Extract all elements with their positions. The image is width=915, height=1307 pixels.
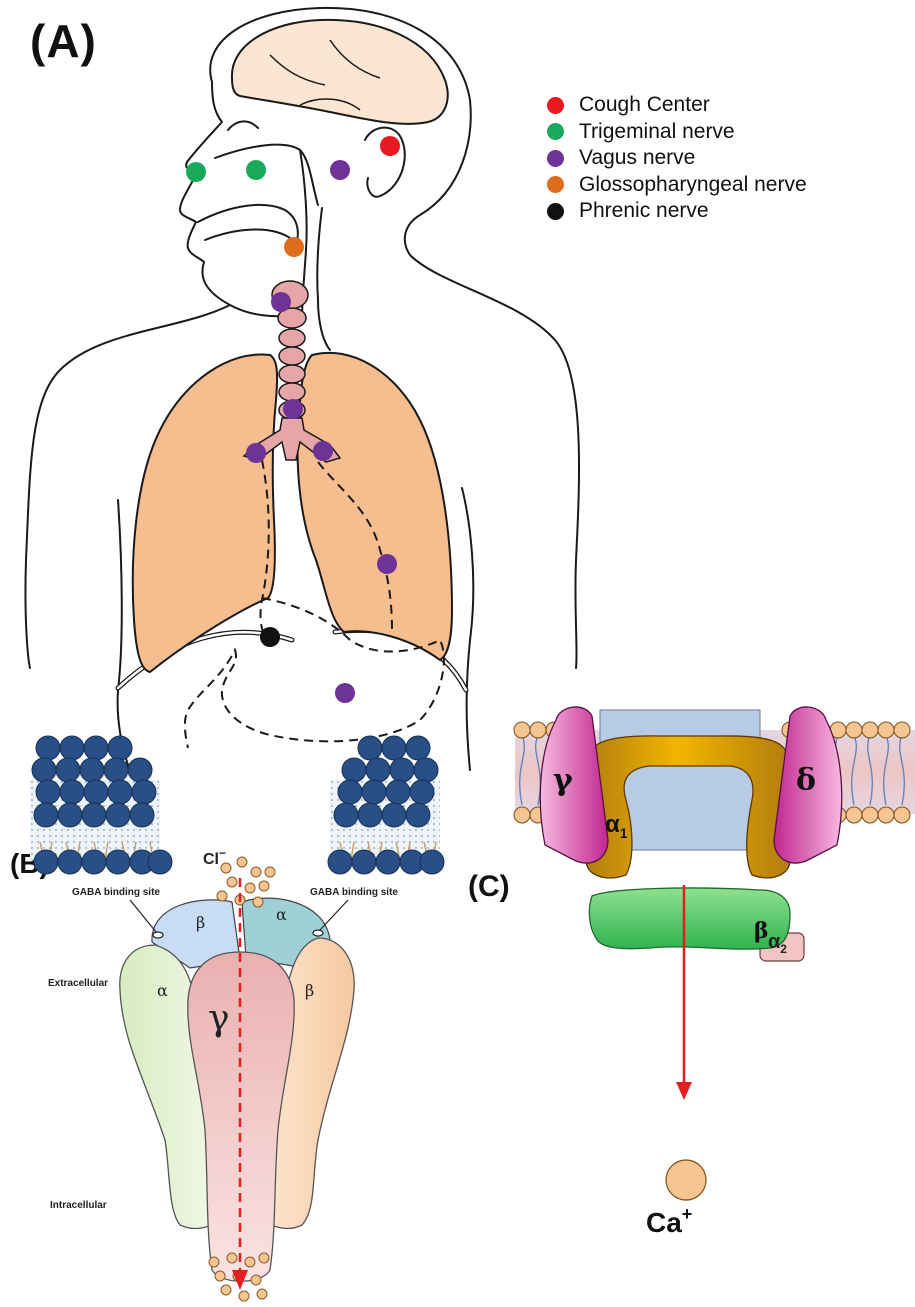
intracellular-label: Intracellular [50, 1200, 107, 1211]
gaba-site-left [153, 932, 163, 938]
gaba-site-label-right: GABA binding site [310, 887, 398, 898]
subunit-label-gamma: γ [208, 998, 230, 1039]
extracellular-label: Extracellular [48, 978, 108, 989]
subunit-label-beta-back: β [196, 913, 205, 932]
subunit-label-alpha-left: α [157, 981, 168, 1000]
gaba-pointer-left [130, 900, 156, 932]
membrane-heads-upper [32, 736, 438, 827]
gaba-site-right [313, 930, 323, 936]
subunit-label-alpha-back: α [276, 905, 287, 924]
gaba-pointer-right [320, 900, 348, 930]
subunit-label-beta-right: β [305, 981, 314, 1000]
gaba-site-label-left: GABA binding site [72, 887, 160, 898]
